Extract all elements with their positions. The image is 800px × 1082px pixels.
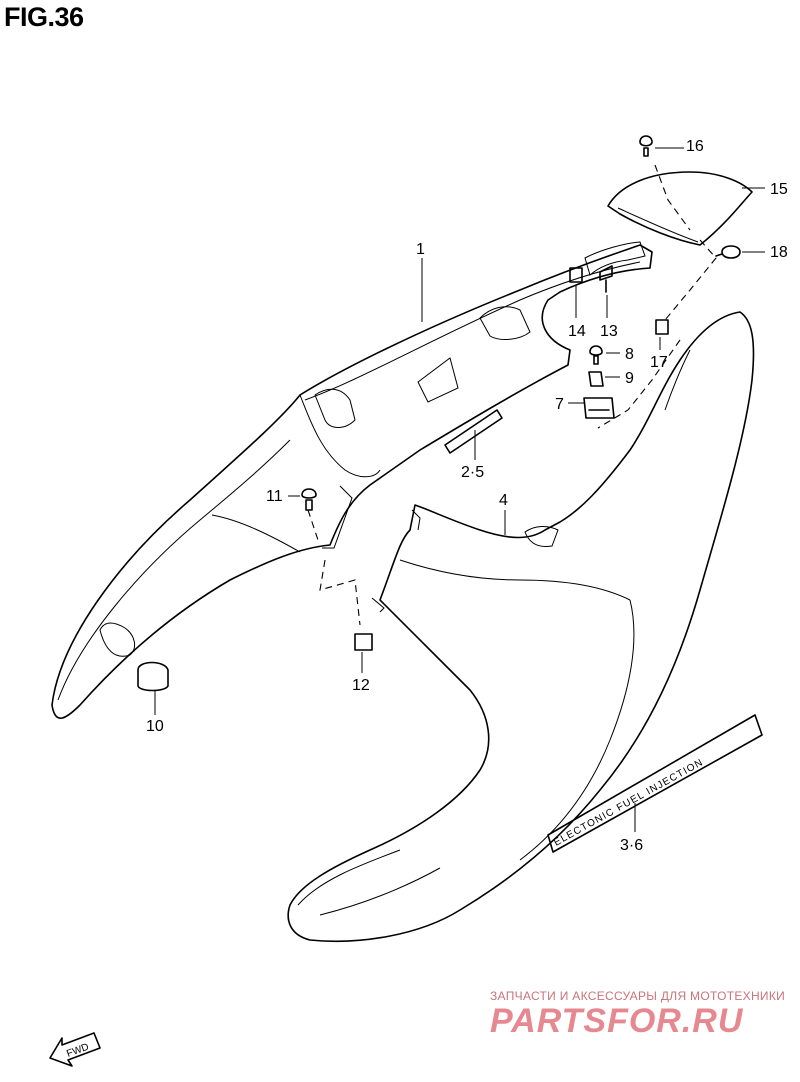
callout-16: 16: [686, 138, 704, 155]
watermark-tagline: ЗАПЧАСТИ И АКСЕССУАРЫ ДЛЯ МОТОТЕХНИКИ: [490, 989, 786, 1003]
decal-text: ELECTONIC FUEL INJECTION: [552, 757, 705, 849]
tail-cowling-part-4: [287, 311, 755, 943]
assembly-lines: [307, 164, 717, 626]
callout-1: 1: [416, 241, 425, 258]
callout-10: 10: [146, 718, 164, 735]
callout-7: 7: [555, 396, 564, 413]
callout-9: 9: [625, 370, 634, 387]
hardware-items: [137, 135, 741, 692]
emblem-part-2-5: [444, 409, 503, 454]
watermark-logo: PARTSFOR.RU: [490, 1002, 744, 1040]
figure-title: FIG.36: [4, 2, 84, 32]
callout-12: 12: [352, 677, 370, 694]
callout-labels: 1 2·5 3·6 4 7 8 9 10 11 12 13 14 15 16 1…: [146, 138, 788, 854]
callout-8: 8: [625, 346, 634, 363]
callout-4: 4: [499, 492, 508, 509]
leader-lines: [154, 147, 765, 832]
callout-3-6: 3·6: [620, 837, 643, 854]
rear-cap-part-15: [607, 171, 753, 246]
fwd-arrow-icon: FWD: [49, 1032, 101, 1067]
tail-cowling-part-1: [51, 241, 653, 719]
callout-15: 15: [770, 181, 788, 198]
callout-11: 11: [266, 488, 283, 505]
callout-2-5: 2·5: [461, 464, 484, 481]
decal-part-3-6: [547, 714, 763, 853]
callout-17: 17: [650, 354, 668, 371]
callout-14: 14: [568, 323, 586, 340]
callout-18: 18: [770, 244, 788, 261]
callout-13: 13: [600, 323, 618, 340]
